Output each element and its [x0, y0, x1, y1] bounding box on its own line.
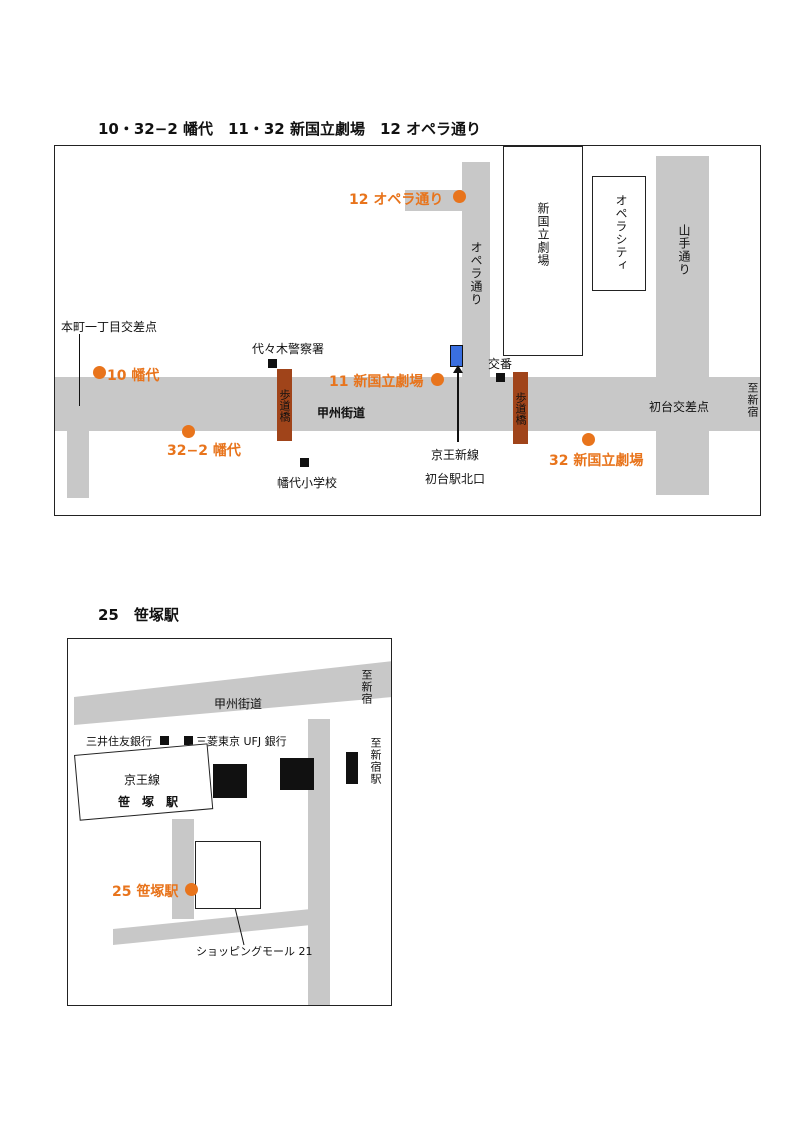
koban-marker: [496, 373, 505, 382]
stop-32-dot: [582, 433, 595, 446]
road-west-vertical: [172, 819, 194, 919]
keio-line-label: 京王線: [124, 773, 161, 787]
stop-12-label: 12 オペラ通り: [349, 192, 444, 208]
map1-heading: 10・32−2 幡代 11・32 新国立劇場 12 オペラ通り: [98, 120, 482, 138]
stop-32-2-label: 32−2 幡代: [167, 443, 241, 459]
stop-10-dot: [93, 366, 106, 379]
road-east-vertical: [308, 719, 330, 1005]
stop-32-2-dot: [182, 425, 195, 438]
stop-25-label: 25 笹塚駅: [112, 884, 179, 900]
new-national-theatre-building: [503, 146, 583, 356]
opera-city-label: オペラシティ: [614, 194, 628, 272]
road-yamate-dori: [656, 156, 709, 495]
opera-dori-label: オペラ通り: [469, 241, 483, 306]
road-opera-stub: [405, 190, 465, 211]
hatsudai-intersection-label: 初台交差点: [649, 400, 710, 414]
new-national-theatre-label: 新国立劇場: [536, 202, 550, 267]
stop-11-dot: [431, 373, 444, 386]
koshu-kaido-label: 甲州街道: [317, 406, 366, 420]
map1-frame: 新国立劇場 オペラシティ 山手通り オペラ通り 本町一丁目交差点 代々木警察署 …: [54, 145, 761, 516]
map2-frame: 甲州街道 至新宿 至新宿駅 三井住友銀行 三菱東京 UFJ 銀行 京王線 笹 塚…: [67, 638, 392, 1006]
road-koshu-kaido: [55, 377, 760, 431]
station-arrow-head: [453, 365, 463, 373]
stop-11-label: 11 新国立劇場: [329, 374, 424, 390]
hatsudai-station-exit-marker: [450, 345, 463, 367]
to-shinjuku-label: 至新宿: [746, 382, 759, 418]
footbridge-east: 歩道橋: [513, 372, 528, 444]
smbc-marker: [160, 736, 169, 745]
stop-25-dot: [185, 883, 198, 896]
hatagaya-school-label: 幡代小学校: [277, 476, 338, 490]
road-opera-dori: [462, 162, 490, 378]
shopping-mall-label: ショッピングモール 21: [196, 945, 313, 958]
station-arrow-shaft: [457, 370, 459, 442]
koban-label: 交番: [488, 357, 513, 371]
black-building-1: [213, 764, 247, 798]
mufg-label: 三菱東京 UFJ 銀行: [196, 735, 287, 748]
footbridge-west: 歩道橋: [277, 369, 292, 441]
school-marker: [300, 458, 309, 467]
shopping-mall-building: [195, 841, 261, 909]
stop-10-label: 10 幡代: [107, 368, 160, 384]
road-south-horizontal: [113, 909, 311, 945]
yamate-dori-label: 山手通り: [677, 224, 691, 276]
stop-32-label: 32 新国立劇場: [549, 453, 644, 469]
black-building-2: [280, 758, 314, 790]
opera-city-building: [592, 176, 646, 291]
keio-new-line-label: 京王新線: [431, 448, 480, 462]
to-shinjuku-station-label: 至新宿駅: [369, 737, 382, 785]
honmachi-intersection-label: 本町一丁目交差点: [61, 320, 158, 334]
koshu-kaido-label-2: 甲州街道: [214, 697, 263, 711]
black-building-3: [346, 752, 358, 784]
mufg-marker: [184, 736, 193, 745]
map2-heading: 25 笹塚駅: [98, 606, 179, 624]
hatsudai-north-exit-label: 初台駅北口: [425, 472, 486, 486]
road-koshu-kaido-2: [74, 661, 391, 725]
road-honmachi-branch: [67, 426, 89, 498]
sasazuka-station-label: 笹 塚 駅: [118, 795, 179, 809]
to-shinjuku-label-2: 至新宿: [360, 669, 373, 705]
stop-12-dot: [453, 190, 466, 203]
smbc-label: 三井住友銀行: [86, 735, 152, 748]
honmachi-leader-line: [79, 334, 80, 406]
map2-roads: [74, 661, 391, 1005]
yoyogi-police-label: 代々木警察署: [252, 342, 325, 356]
police-station-marker: [268, 359, 277, 368]
